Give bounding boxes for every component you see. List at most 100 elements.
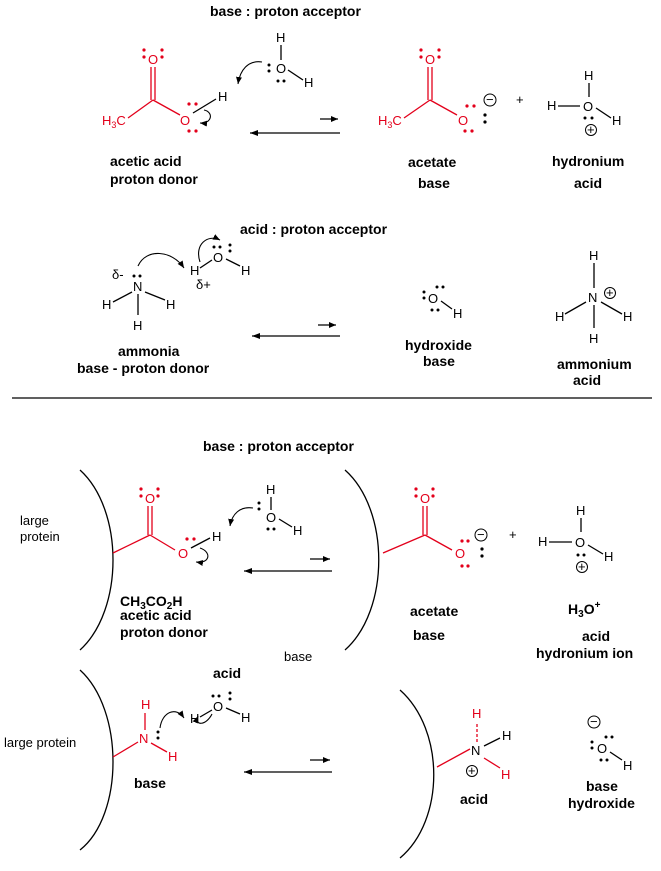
- hydroxide-label-1: hydroxide: [405, 337, 472, 353]
- svg-text:N: N: [139, 731, 148, 746]
- hydroxide-label-base: base: [586, 778, 618, 794]
- protein-surface-left-1: [79, 469, 114, 651]
- svg-text:O: O: [178, 546, 188, 561]
- ammonia-label-1: ammonia: [118, 343, 180, 359]
- water-o: O: [276, 61, 286, 76]
- acetate-carbonyl-o: O: [425, 52, 435, 67]
- protein-acetic-label-2: proton donor: [120, 624, 208, 640]
- amine-base-label: base: [134, 775, 166, 791]
- svg-text:+: +: [468, 763, 476, 778]
- curved-arrow-ho: [198, 234, 221, 263]
- svg-text:H: H: [584, 68, 593, 83]
- svg-text:O: O: [428, 291, 438, 306]
- svg-text:−: −: [486, 92, 494, 107]
- svg-text:H: H: [266, 482, 275, 497]
- hydroxide-label-name: hydroxide: [568, 795, 635, 811]
- protein-acetic-label-1: acetic acid: [120, 607, 192, 623]
- protein-acetate: O O −: [382, 487, 488, 568]
- svg-text:+: +: [606, 285, 614, 300]
- methyl-label: H3C: [102, 113, 126, 130]
- third-heading: base : proton acceptor: [203, 438, 354, 454]
- svg-text:H: H: [190, 263, 199, 278]
- svg-text:H: H: [190, 711, 199, 726]
- second-heading: acid : proton acceptor: [240, 221, 388, 237]
- svg-text:N: N: [133, 279, 142, 294]
- svg-text:N: N: [588, 290, 597, 305]
- svg-text:+: +: [587, 122, 595, 137]
- svg-text:H: H: [502, 728, 511, 743]
- delta-minus: δ-: [112, 267, 124, 282]
- svg-text:O: O: [597, 741, 607, 756]
- base-word: base: [284, 649, 312, 664]
- svg-text:H: H: [555, 309, 564, 324]
- acetic-acid-molecule: H3C O O H: [102, 48, 227, 133]
- svg-text:O: O: [420, 491, 430, 506]
- hydroxide-molecule: O H: [422, 285, 462, 321]
- svg-text:O: O: [213, 250, 223, 265]
- svg-text:H: H: [168, 749, 177, 764]
- hydroxide-label-2: base: [423, 353, 455, 369]
- water-molecule-fourth: H O H: [190, 691, 250, 726]
- water-h-right: H: [304, 75, 313, 90]
- water-molecule-second: H O H δ+: [190, 234, 250, 292]
- acid-top-label: acid: [213, 665, 241, 681]
- svg-text:H: H: [589, 331, 598, 346]
- acetic-label-2: proton donor: [110, 171, 198, 187]
- h3o-label-2: hydronium ion: [536, 645, 633, 661]
- ammonium-molecule: H N + H H H: [555, 248, 632, 346]
- svg-text:H: H: [547, 98, 556, 113]
- protein-ammonium: N H H H +: [436, 706, 511, 782]
- ch3-c-bond: [127, 99, 154, 119]
- svg-text:H: H: [102, 297, 111, 312]
- protein-acetic-acid: O O H: [112, 487, 221, 566]
- acidic-hydrogen: H: [218, 89, 227, 104]
- svg-text:H: H: [241, 263, 250, 278]
- svg-text:H: H: [623, 758, 632, 773]
- protein-label-2: protein: [20, 529, 60, 544]
- svg-text:+: +: [578, 559, 586, 574]
- hydroxide-fourth: − O H: [587, 714, 632, 773]
- formula-ch3co2h: CH3CO2H: [120, 593, 182, 612]
- svg-text:H: H: [576, 503, 585, 518]
- svg-text:H: H: [589, 248, 598, 263]
- protein-amine: N H H: [112, 697, 185, 764]
- svg-text:H: H: [212, 529, 221, 544]
- protein-acetate-label-1: acetate: [410, 603, 458, 619]
- acetate-molecule: H3C O O −: [378, 48, 497, 133]
- o-h-bond: [192, 98, 217, 114]
- hydroxyl-oxygen: O: [180, 113, 190, 128]
- svg-text:H3C: H3C: [378, 113, 402, 130]
- hydronium-molecule: H H O H +: [547, 68, 621, 137]
- h3o-label-1: acid: [582, 628, 610, 644]
- svg-text:H: H: [623, 309, 632, 324]
- plus-charge-icon: [604, 287, 616, 299]
- plus-charge-icon: [585, 124, 597, 136]
- svg-text:−: −: [477, 527, 485, 542]
- svg-text:H: H: [166, 297, 175, 312]
- acetate-o-minus: O: [458, 113, 468, 128]
- acetate-label-2: base: [418, 175, 450, 191]
- svg-text:H: H: [133, 318, 142, 333]
- protein-surface-right-1: [344, 469, 380, 651]
- svg-text:H: H: [501, 767, 510, 782]
- curved-arrow-oh: [199, 109, 211, 127]
- svg-text:H: H: [612, 113, 621, 128]
- water-h-top: H: [276, 30, 285, 45]
- ammonium-label-2: acid: [573, 372, 601, 388]
- svg-text:O: O: [455, 546, 465, 561]
- hydronium-third: H H O H +: [538, 503, 613, 574]
- minus-charge-icon: [483, 93, 497, 107]
- svg-text:H: H: [453, 306, 462, 321]
- c-o-bond: [152, 99, 181, 116]
- svg-text:H: H: [538, 534, 547, 549]
- plus-sign-third: +: [509, 527, 517, 542]
- svg-text:O: O: [266, 510, 276, 525]
- curved-arrow-nh: [137, 252, 185, 269]
- plus-sign-top: +: [516, 92, 524, 107]
- protein-label-1: large: [20, 513, 49, 528]
- ammonia-label-2: base - proton donor: [77, 360, 210, 376]
- ammonium-acid-label: acid: [460, 791, 488, 807]
- svg-text:H: H: [141, 697, 150, 712]
- svg-text:O: O: [583, 99, 593, 114]
